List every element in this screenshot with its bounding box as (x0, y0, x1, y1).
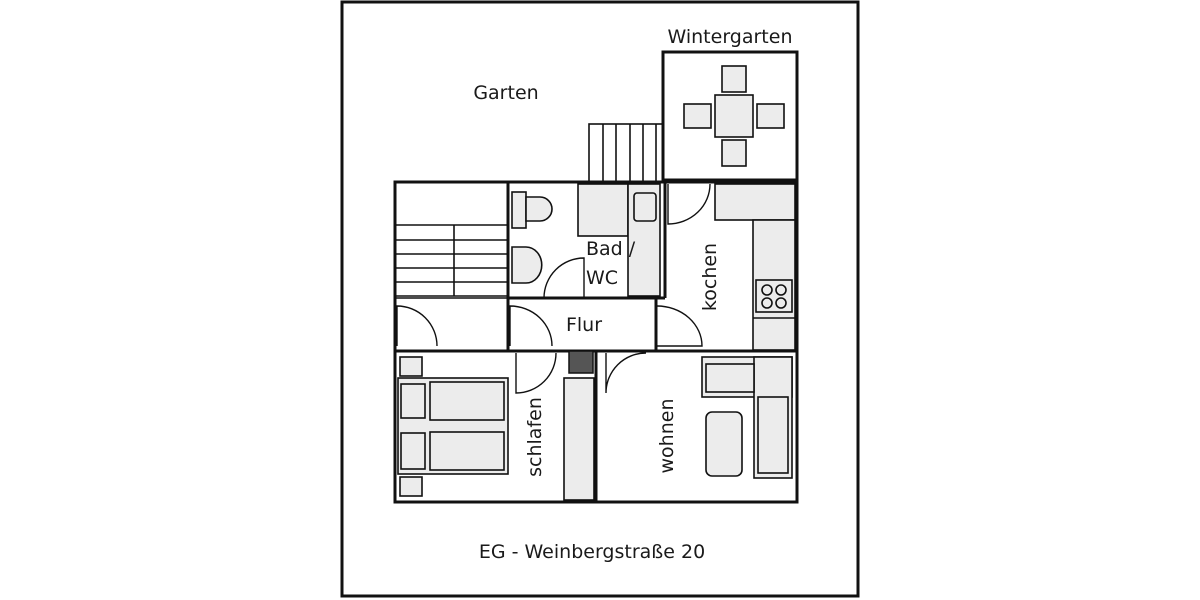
page-frame (340, 0, 860, 598)
kochen-label: kochen (699, 243, 721, 311)
staircase-door-icon (396, 305, 438, 347)
bedroom (397, 352, 595, 501)
wintergarten-table (714, 94, 754, 138)
flur-door-icon (509, 305, 553, 347)
blanket-bottom (429, 431, 505, 471)
bedroom-door-icon (515, 352, 557, 394)
pillow-bottom (400, 432, 426, 470)
plan-title: EG - Weinbergstraße 20 (479, 541, 705, 563)
stove-icon (755, 279, 793, 313)
garten-label: Garten (473, 82, 538, 104)
blanket-top (429, 381, 505, 421)
toilet-bowl (525, 196, 553, 222)
wintergarten-room (661, 50, 799, 182)
wardrobe (563, 377, 595, 501)
bathroom-door-icon (543, 257, 585, 299)
pillow-top (400, 383, 426, 419)
living-room (605, 352, 793, 479)
shower-tray (577, 183, 629, 237)
washbasin-icon (633, 192, 657, 222)
wintergarten-label: Wintergarten (667, 26, 792, 48)
bad-wc-label-line1: Bad / (586, 238, 636, 260)
bathroom (511, 183, 661, 299)
nightstand-bottom (399, 476, 423, 497)
living-room-door-icon (605, 352, 647, 394)
flur-label: Flur (566, 314, 602, 336)
coffee-table (705, 411, 743, 477)
chair-north (721, 65, 747, 93)
chair-west (683, 103, 712, 129)
kitchen (656, 183, 796, 351)
bad-wc-label-line2: WC (586, 267, 618, 289)
nightstand-top (399, 356, 423, 377)
outdoor-stairs (588, 123, 664, 183)
interior-stairs (395, 224, 508, 297)
wohnen-label: wohnen (656, 399, 678, 474)
kitchen-flur-door-icon (656, 305, 703, 347)
schlafen-label: schlafen (524, 397, 546, 477)
chair-south (721, 139, 747, 167)
sink (511, 246, 543, 284)
kitchen-door-icon (667, 183, 711, 225)
chimney (568, 350, 594, 374)
kitchen-counter-top (714, 183, 796, 221)
interior-walls (395, 182, 797, 502)
toilet-tank (511, 191, 527, 229)
chair-east (756, 103, 785, 129)
